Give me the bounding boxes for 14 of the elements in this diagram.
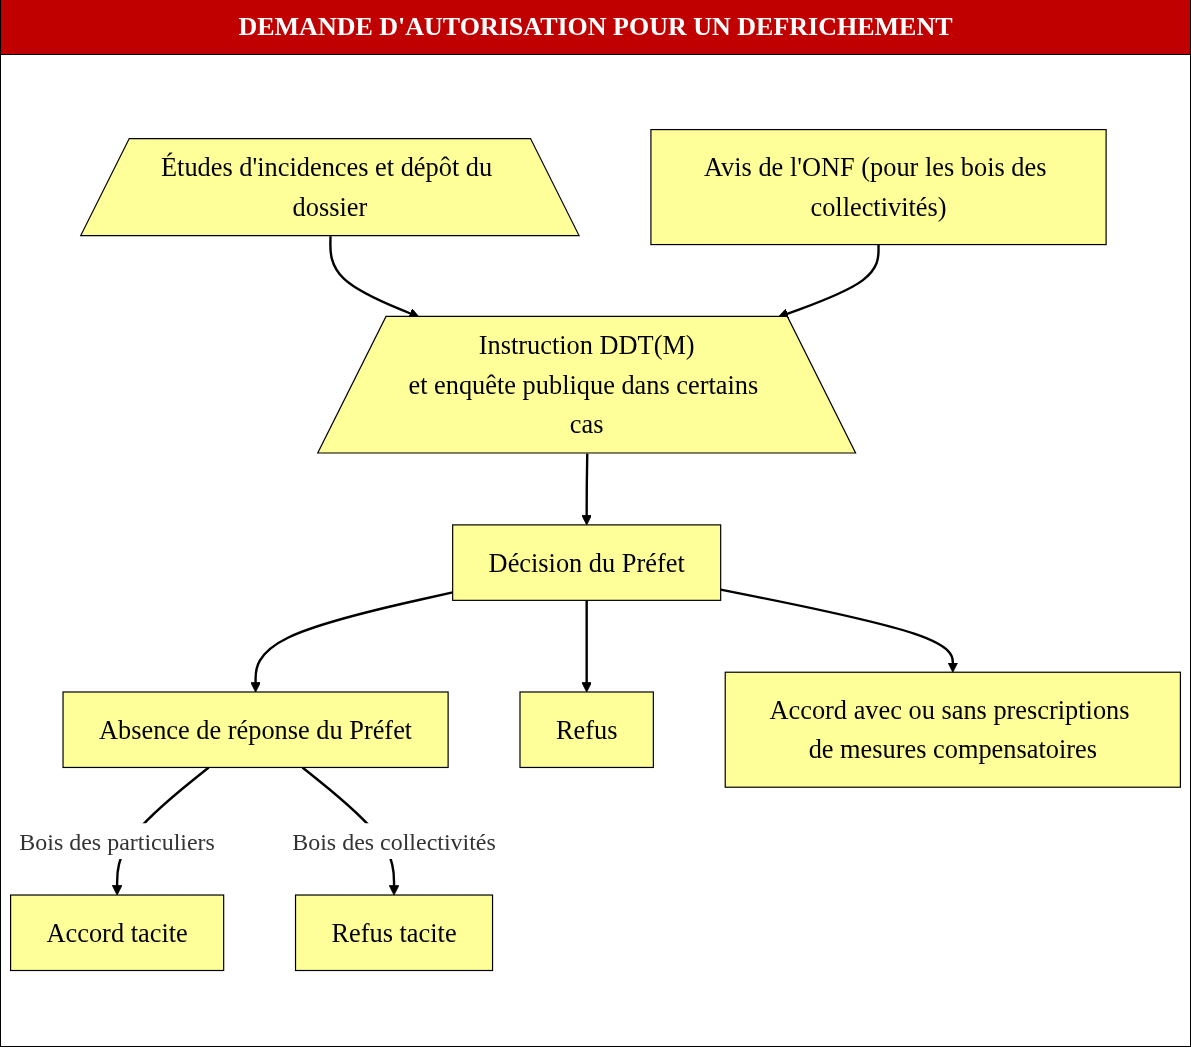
node-box: Décision du Préfet xyxy=(452,524,722,602)
node-box: Refus tacite xyxy=(294,894,494,972)
node-box: Absence de réponse du Préfet xyxy=(62,691,449,769)
arrow xyxy=(581,600,592,693)
edge-label: Bois des collectivités xyxy=(292,828,496,855)
arrow xyxy=(720,588,959,674)
node-box: Accord tacite xyxy=(10,894,225,972)
title-banner: DEMANDE D'AUTORISATION POUR UN DEFRICHEMENT xyxy=(1,0,1190,55)
node-box: Refus xyxy=(519,691,654,769)
arrow xyxy=(581,454,592,526)
arrow xyxy=(250,591,453,693)
node-box: Avis de l'ONF (pour les bois des collectivités) xyxy=(650,129,1107,246)
edge-label: Bois des particuliers xyxy=(19,828,215,855)
node-box: Accord avec ou sans prescriptions de mesures compensatoires xyxy=(724,672,1181,789)
